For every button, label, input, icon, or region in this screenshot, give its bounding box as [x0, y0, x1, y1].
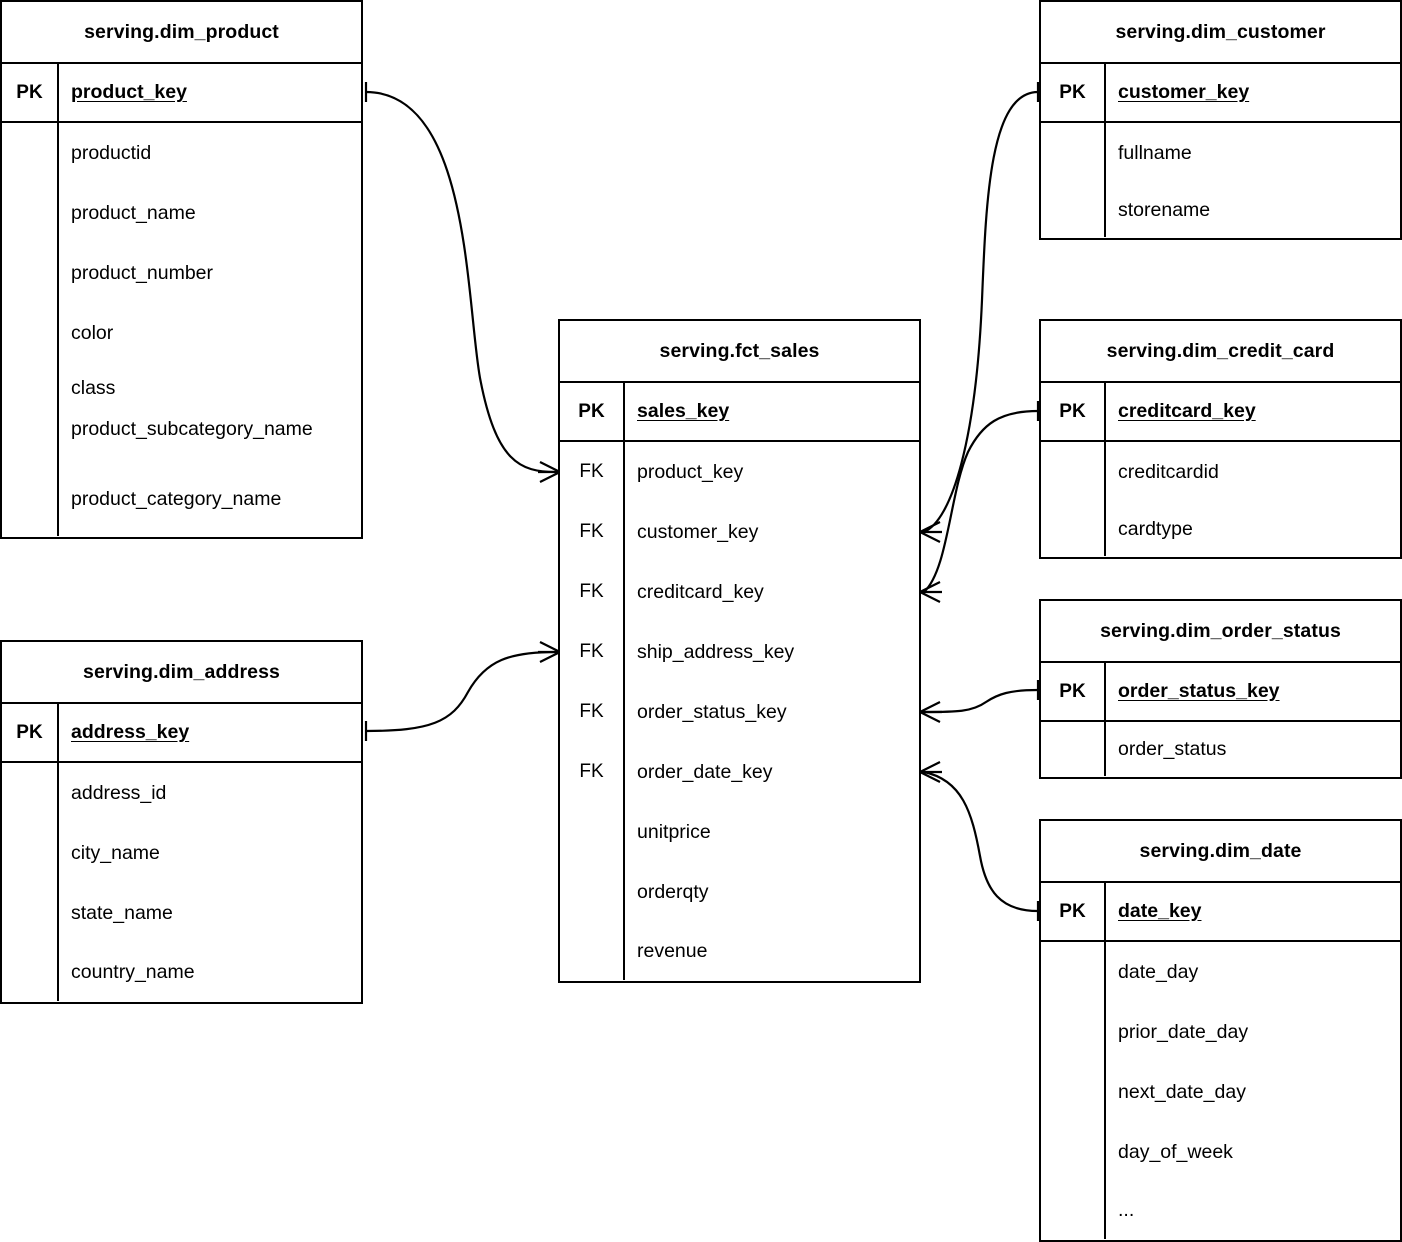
entity-body-dim-product: productid product_name product_number co… — [2, 123, 361, 536]
entity-body-dim-address: address_id city_name state_name country_… — [2, 763, 361, 1001]
field-dim-address-address-id: address_id — [71, 781, 167, 804]
pk-tag-dim-customer: PK — [1059, 81, 1086, 103]
fk-tag-fct-sales-customer-key: FK — [579, 521, 604, 542]
field-dim-customer-fullname: fullname — [1118, 141, 1192, 164]
crowfoot-customer — [919, 521, 942, 543]
field-dim-credit-card-creditcardid: creditcardid — [1118, 460, 1219, 483]
entity-title-dim-customer: serving.dim_customer — [1041, 2, 1400, 64]
pk-tag-dim-order-status: PK — [1059, 680, 1086, 702]
field-dim-date-prior-date-day: prior_date_day — [1118, 1020, 1249, 1043]
fk-tag-fct-sales-order-date-key: FK — [579, 761, 604, 782]
fk-tag-fct-sales-product-key: FK — [579, 461, 604, 482]
entity-title-dim-credit-card: serving.dim_credit_card — [1041, 321, 1400, 383]
field-dim-product-product-number: product_number — [71, 261, 214, 284]
field-dim-address-city-name: city_name — [71, 841, 160, 864]
pk-tag-fct-sales: PK — [578, 400, 605, 422]
field-fct-sales-revenue: revenue — [637, 939, 708, 962]
pk-tag-dim-credit-card: PK — [1059, 400, 1086, 422]
field-dim-date-next-date-day: next_date_day — [1118, 1080, 1246, 1103]
field-dim-address-state-name: state_name — [71, 901, 173, 924]
field-dim-order-status-order-status: order_status — [1118, 737, 1227, 760]
entity-title-dim-product: serving.dim_product — [2, 2, 361, 64]
field-dim-date-date-key: date_key — [1118, 900, 1202, 922]
pk-tag-dim-date: PK — [1059, 900, 1086, 922]
field-fct-sales-order-status-key: order_status_key — [637, 700, 787, 723]
entity-dim-date[interactable]: serving.dim_date PK date_key date_day pr… — [1039, 819, 1402, 1242]
entity-pk-row-dim-date: PK date_key — [1041, 883, 1400, 942]
relationship-line-product — [364, 82, 561, 483]
field-fct-sales-order-date-key: order_date_key — [637, 760, 773, 783]
field-dim-product-product-category-name: product_category_name — [71, 487, 282, 510]
entity-dim-order-status[interactable]: serving.dim_order_status PK order_status… — [1039, 599, 1402, 779]
field-dim-product-product-key: product_key — [71, 81, 187, 103]
field-fct-sales-sales-key: sales_key — [637, 400, 730, 422]
field-fct-sales-orderqty: orderqty — [637, 880, 709, 903]
crowfoot-address — [538, 641, 561, 663]
field-dim-credit-card-creditcard-key: creditcard_key — [1118, 400, 1256, 422]
field-dim-customer-storename: storename — [1118, 198, 1211, 221]
pk-tag-dim-address: PK — [16, 721, 43, 743]
field-dim-customer-customer-key: customer_key — [1118, 81, 1250, 103]
relationship-line-creditcard — [919, 401, 1040, 603]
entity-dim-credit-card[interactable]: serving.dim_credit_card PK creditcard_ke… — [1039, 319, 1402, 559]
field-fct-sales-unitprice: unitprice — [637, 820, 711, 843]
field-dim-order-status-order-status-key: order_status_key — [1118, 680, 1280, 702]
entity-body-dim-credit-card: creditcardid cardtype — [1041, 442, 1400, 556]
field-dim-product-class: class — [71, 376, 116, 399]
crowfoot-orderstatus — [919, 701, 942, 723]
entity-dim-product[interactable]: serving.dim_product PK product_key produ… — [0, 0, 363, 539]
relationship-line-date — [919, 761, 1040, 921]
field-dim-address-address-key: address_key — [71, 721, 190, 743]
field-fct-sales-product-key: product_key — [637, 460, 744, 483]
entity-pk-row-dim-address: PK address_key — [2, 704, 361, 763]
entity-title-dim-order-status: serving.dim_order_status — [1041, 601, 1400, 663]
field-dim-product-productid: productid — [71, 141, 152, 164]
entity-dim-address[interactable]: serving.dim_address PK address_key addre… — [0, 640, 363, 1004]
field-dim-date-ellipsis: ... — [1118, 1199, 1135, 1221]
entity-title-fct-sales: serving.fct_sales — [560, 321, 919, 383]
field-fct-sales-creditcard-key: creditcard_key — [637, 580, 764, 603]
fk-tag-fct-sales-creditcard-key: FK — [579, 581, 604, 602]
entity-body-fct-sales: FK FK FK FK FK FK product_key customer_k… — [560, 442, 919, 980]
crowfoot-product — [538, 461, 561, 483]
crowfoot-date — [919, 761, 942, 783]
entity-pk-row-dim-customer: PK customer_key — [1041, 64, 1400, 123]
pk-tag-dim-product: PK — [16, 81, 43, 103]
field-dim-product-color: color — [71, 321, 114, 344]
relationship-line-customer — [919, 82, 1040, 543]
entity-fct-sales[interactable]: serving.fct_sales PK sales_key FK FK FK … — [558, 319, 921, 983]
entity-pk-row-fct-sales: PK sales_key — [560, 383, 919, 442]
field-dim-date-day-of-week: day_of_week — [1118, 1140, 1233, 1163]
fk-tag-fct-sales-ship-address-key: FK — [579, 641, 604, 662]
field-fct-sales-customer-key: customer_key — [637, 520, 759, 543]
entity-body-dim-customer: fullname storename — [1041, 123, 1400, 237]
entity-body-dim-order-status: order_status — [1041, 722, 1400, 776]
relationship-line-orderstatus — [919, 680, 1040, 723]
relationship-line-address — [364, 641, 561, 741]
entity-body-dim-date: date_day prior_date_day next_date_day da… — [1041, 942, 1400, 1239]
entity-pk-row-dim-product: PK product_key — [2, 64, 361, 123]
fk-tag-fct-sales-order-status-key: FK — [579, 701, 604, 722]
entity-pk-row-dim-credit-card: PK creditcard_key — [1041, 383, 1400, 442]
crowfoot-creditcard — [919, 581, 942, 603]
entity-title-dim-date: serving.dim_date — [1041, 821, 1400, 883]
field-fct-sales-ship-address-key: ship_address_key — [637, 640, 795, 663]
field-dim-credit-card-cardtype: cardtype — [1118, 517, 1193, 540]
field-dim-product-product-subcategory-name: product_subcategory_name — [71, 418, 313, 440]
entity-dim-customer[interactable]: serving.dim_customer PK customer_key ful… — [1039, 0, 1402, 240]
field-dim-address-country-name: country_name — [71, 960, 195, 983]
field-dim-date-date-day: date_day — [1118, 960, 1199, 983]
entity-pk-row-dim-order-status: PK order_status_key — [1041, 663, 1400, 722]
field-dim-product-product-name: product_name — [71, 201, 196, 224]
entity-title-dim-address: serving.dim_address — [2, 642, 361, 704]
